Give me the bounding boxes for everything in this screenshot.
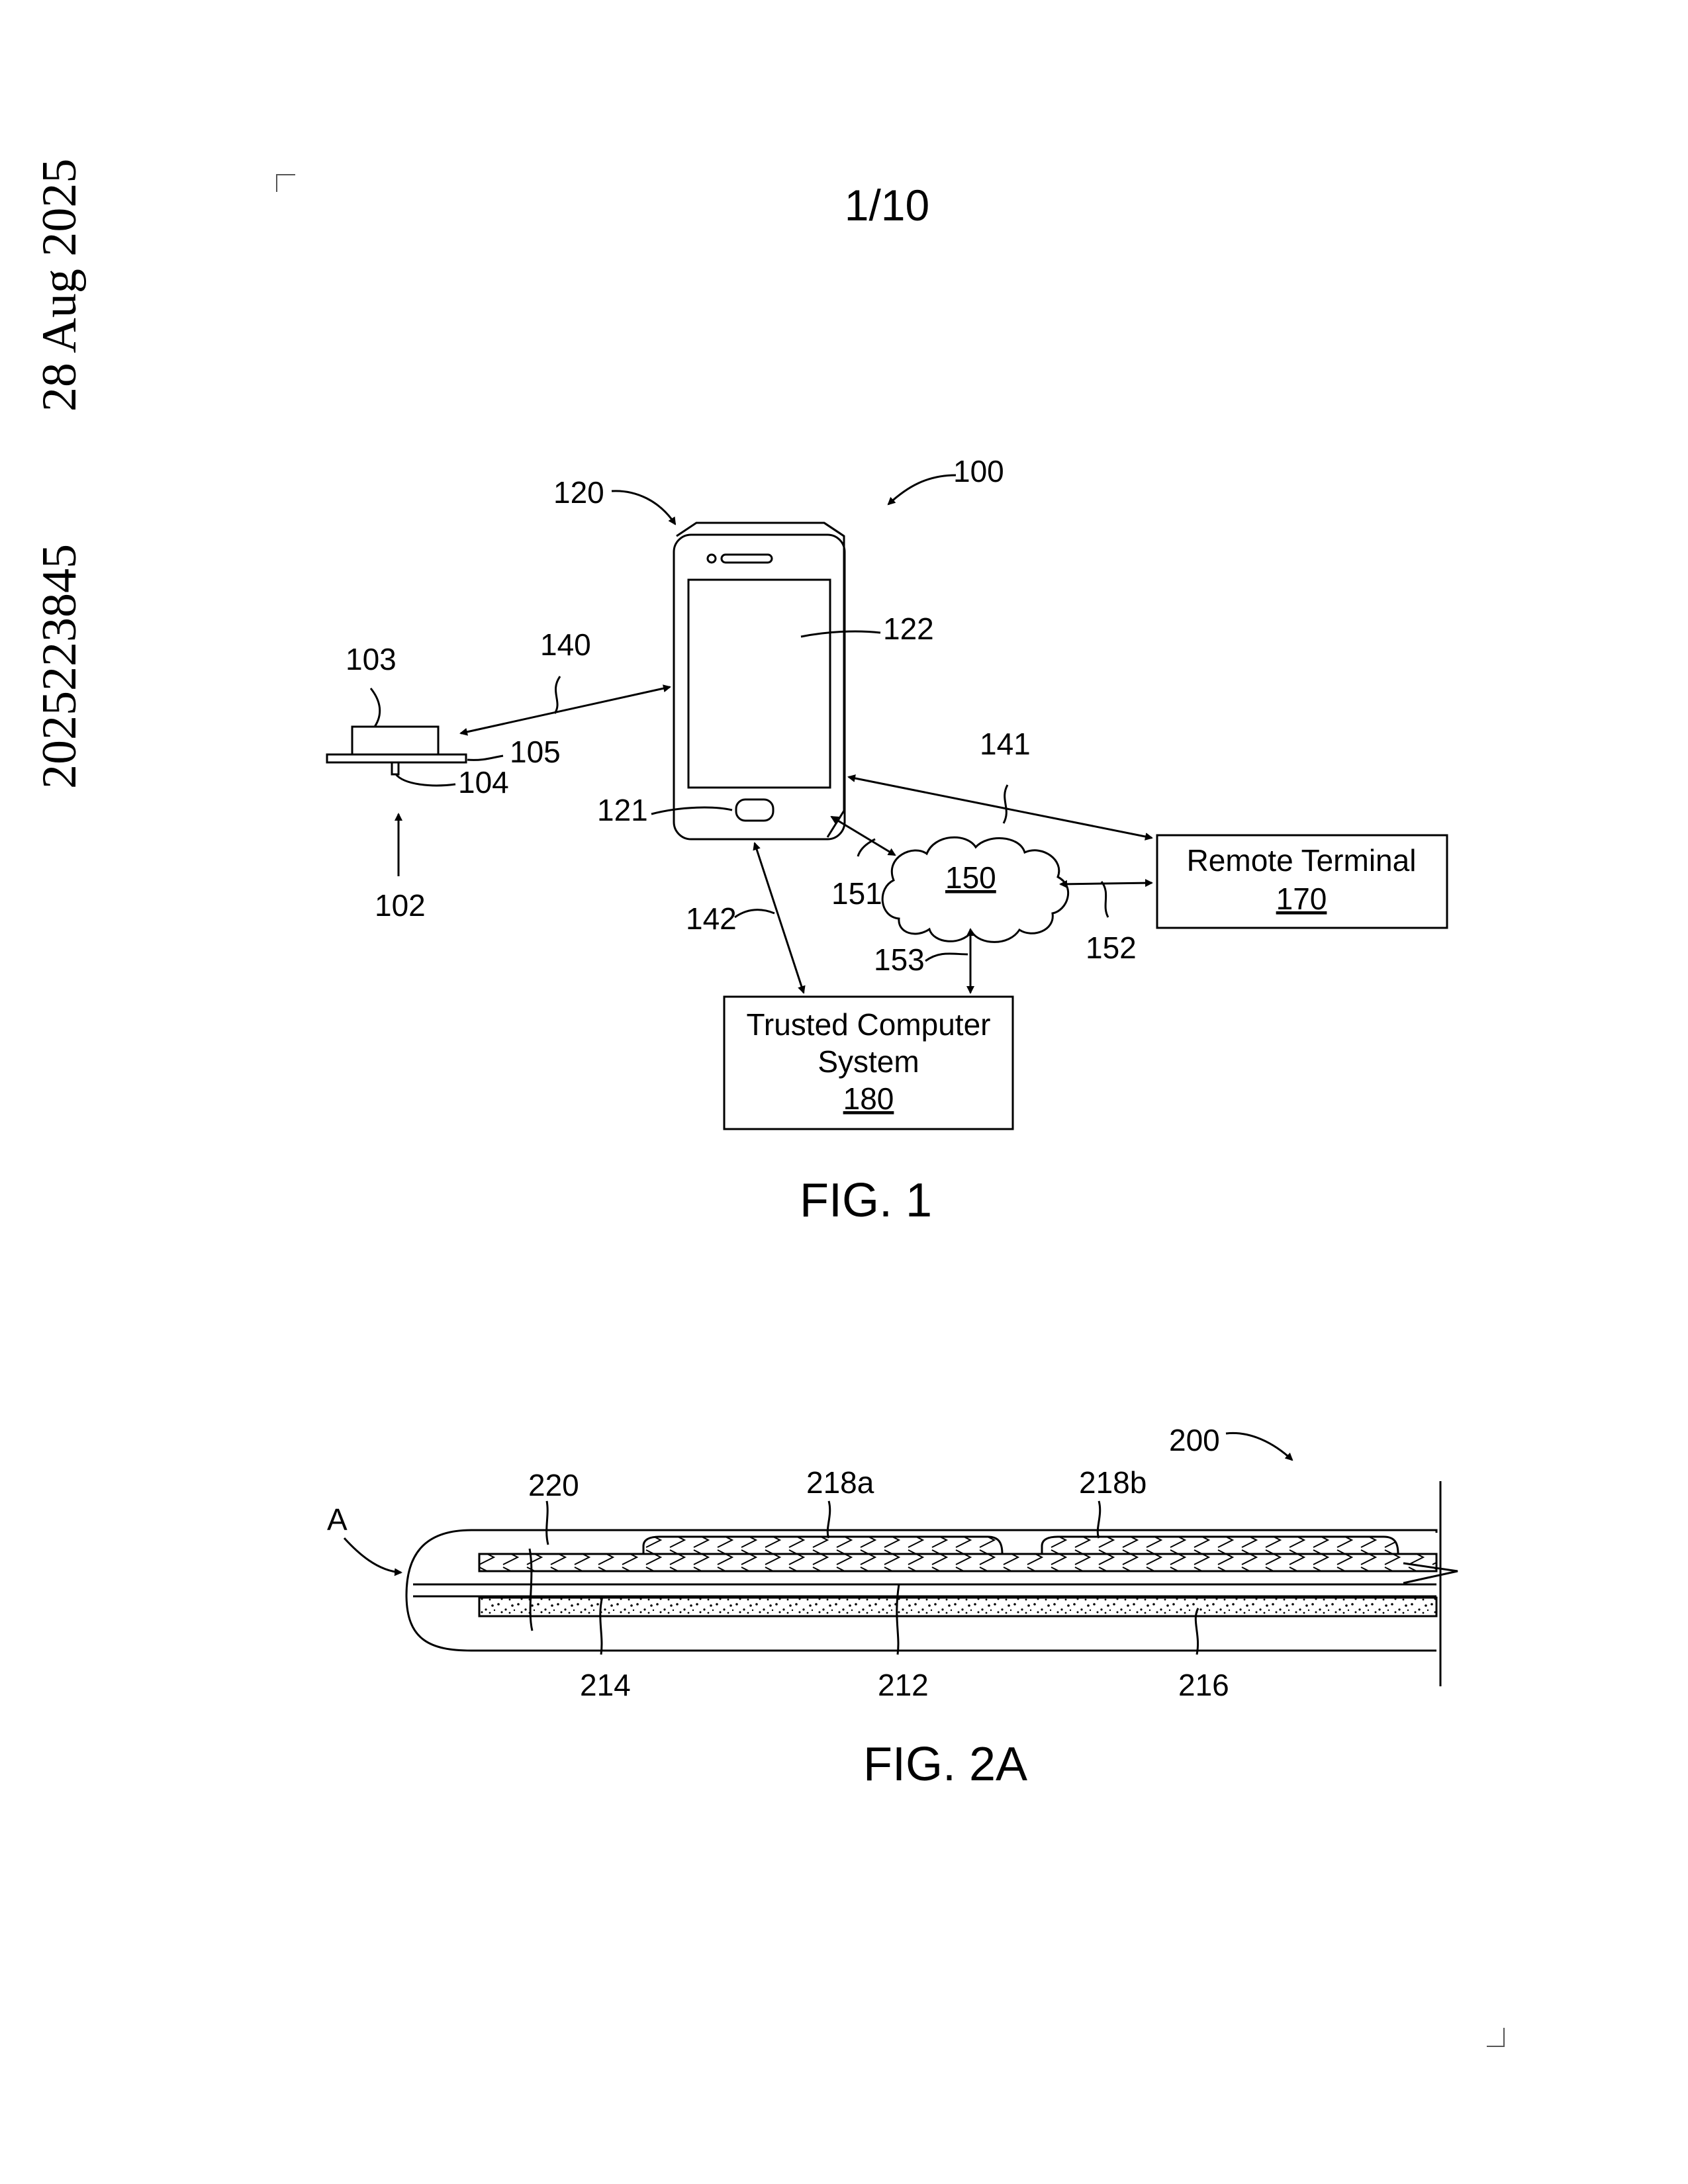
trusted-computer-label-line2: System — [818, 1044, 919, 1079]
trusted-computer-label-line1: Trusted Computer — [747, 1007, 991, 1042]
ref-218b: 218b — [1079, 1465, 1147, 1500]
ref-216: 216 — [1178, 1668, 1229, 1702]
ref-141: 141 — [980, 727, 1031, 761]
ref-120: 120 — [553, 475, 604, 510]
remote-terminal-label: Remote Terminal — [1187, 843, 1417, 878]
fig2a-caption: FIG. 2A — [863, 1738, 1027, 1791]
ref-A: A — [327, 1502, 348, 1537]
crop-mark-top-left — [277, 175, 295, 192]
ref-150: 150 — [945, 860, 996, 895]
ref-153: 153 — [874, 942, 925, 977]
ref-218a: 218a — [806, 1465, 874, 1500]
ref-200: 200 — [1169, 1423, 1220, 1457]
ref-151: 151 — [831, 876, 882, 911]
crop-mark-bottom-right — [1487, 2028, 1504, 2046]
ref-220: 220 — [528, 1468, 579, 1502]
ref-142: 142 — [686, 901, 737, 936]
sensor-device — [327, 727, 466, 774]
remote-terminal-ref: 170 — [1276, 882, 1327, 916]
ref-121: 121 — [597, 793, 648, 827]
ref-152: 152 — [1086, 931, 1137, 965]
smartphone-device — [674, 523, 845, 839]
ref-102: 102 — [375, 888, 426, 923]
trusted-computer-ref: 180 — [843, 1081, 894, 1116]
ref-103: 103 — [346, 642, 397, 676]
fig1-caption: FIG. 1 — [800, 1174, 932, 1227]
ref-140: 140 — [540, 627, 591, 662]
ref-122: 122 — [883, 612, 934, 646]
ref-100: 100 — [953, 454, 1004, 488]
ref-104: 104 — [458, 765, 509, 799]
fig2a — [344, 1433, 1458, 1686]
fig1-labels: 100 120 122 140 103 105 104 102 121 141 … — [346, 454, 1416, 1227]
ref-212: 212 — [878, 1668, 929, 1702]
ref-105: 105 — [510, 735, 561, 769]
ref-214: 214 — [580, 1668, 631, 1702]
